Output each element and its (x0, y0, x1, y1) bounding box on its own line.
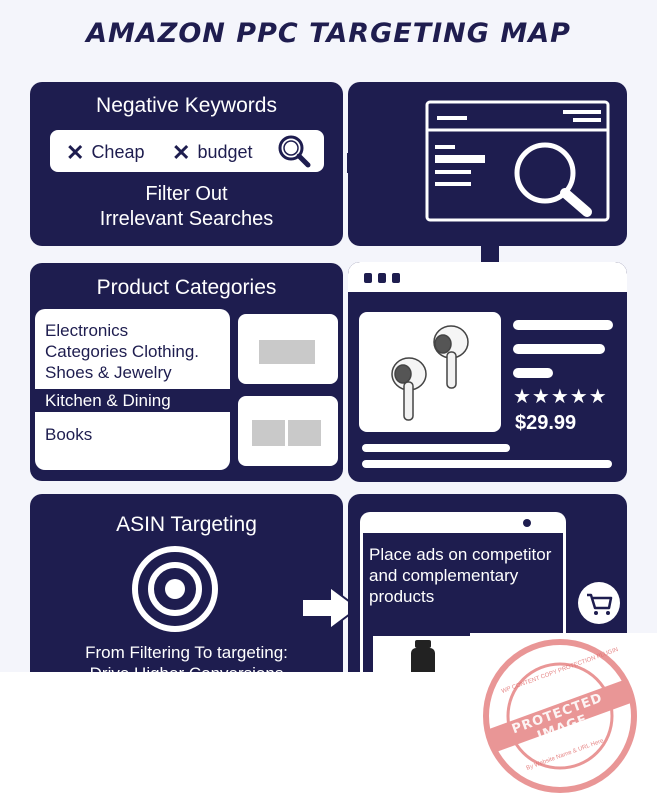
text-placeholder (513, 344, 605, 354)
cart-button (578, 582, 620, 624)
search-icon (278, 135, 311, 168)
cart-icon (587, 593, 613, 615)
page-title: AMAZON PPC TARGETING MAP (86, 18, 571, 49)
category-item: Electronics (45, 321, 129, 340)
asin-caption-line: From Filtering To targeting: (85, 643, 288, 662)
category-item: Categories Clothing. (45, 342, 200, 361)
filter-caption-line: Filter Out (145, 183, 228, 205)
category-list: Electronics Categories Clothing. Shoes &… (35, 309, 230, 470)
keyword-chip: ✕ budget (172, 140, 253, 166)
close-icon: ✕ (172, 140, 191, 165)
rating-stars: ★★★★★ (513, 386, 608, 408)
keyword-chip: ✕ Cheap (66, 140, 144, 166)
product-image (359, 312, 501, 432)
text-placeholder (513, 368, 553, 378)
target-icon (132, 546, 218, 632)
asin-targeting-heading: ASIN Targeting (116, 513, 257, 536)
category-item-selected: Kitchen & Dining (35, 389, 230, 412)
text-placeholder (362, 444, 510, 452)
arrow-right-icon (301, 585, 360, 631)
browser-bar (348, 262, 627, 292)
keyword-label: Cheap (91, 142, 145, 162)
text-placeholder (362, 460, 612, 468)
product-price: $29.99 (515, 412, 577, 434)
asin-targeting-panel (30, 494, 343, 684)
product-categories-heading: Product Categories (96, 276, 277, 299)
phone-frame (360, 512, 566, 684)
category-thumbnail (238, 396, 338, 466)
negative-keywords-heading: Negative Keywords (96, 94, 277, 117)
text-placeholder (513, 320, 613, 330)
filter-caption-line: Irrelevant Searches (99, 208, 274, 230)
protected-image-watermark (483, 639, 637, 793)
competitor-ads-text: Place ads on competitor and complementar… (369, 545, 552, 606)
keyword-box: ✕ Cheap ✕ budget (50, 130, 324, 172)
category-item: Shoes & Jewelry (45, 363, 172, 382)
category-item: Books (45, 425, 93, 444)
search-results-illustration (425, 100, 610, 222)
close-icon: ✕ (66, 140, 85, 165)
keyword-label: budget (197, 142, 253, 162)
earbuds-icon (391, 325, 469, 421)
category-thumbnail (238, 314, 338, 384)
filter-caption: Filter Out Irrelevant Searches (30, 182, 343, 232)
